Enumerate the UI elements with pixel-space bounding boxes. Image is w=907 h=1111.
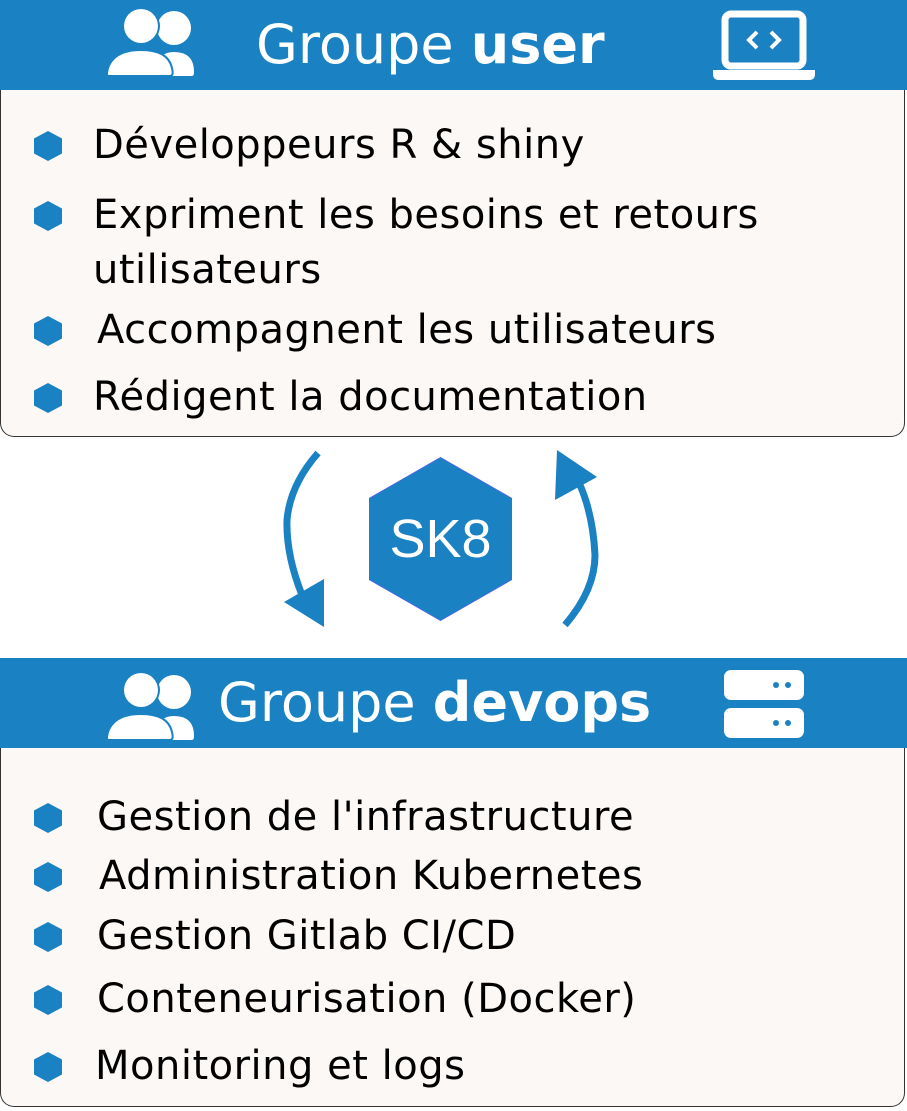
item-text: Gestion de l'infrastructure [97, 794, 635, 840]
hexagon-bullet-icon [34, 1052, 62, 1082]
item-text: Monitoring et logs [95, 1043, 466, 1089]
item-text: utilisateurs [93, 247, 322, 293]
title-prefix: Groupe [256, 13, 454, 76]
sk8-logo-text: SK8 [389, 509, 492, 569]
hexagon-bullet-icon [34, 922, 62, 952]
arrow-down-icon [283, 450, 324, 627]
hexagon-bullet-icon [34, 201, 62, 231]
user-group-header: Groupe user [0, 0, 907, 90]
title-bold: devops [432, 671, 652, 734]
devops-group-header: Groupe devops [0, 658, 907, 748]
user-group-body: Développeurs R & shiny Expriment les bes… [0, 90, 905, 437]
server-icon [724, 670, 804, 738]
item-text: Conteneurisation (Docker) [97, 976, 637, 1022]
laptop-code-icon [713, 10, 815, 80]
item-text: Gestion Gitlab CI/CD [97, 913, 517, 959]
users-icon [106, 7, 194, 76]
item-text: Rédigent la documentation [93, 374, 648, 420]
item-text: Accompagnent les utilisateurs [97, 307, 717, 353]
hexagon-bullet-icon [34, 862, 62, 892]
item-text: Développeurs R & shiny [93, 122, 585, 168]
hexagon-bullet-icon [34, 131, 62, 161]
user-group-title: Groupe user [256, 0, 605, 90]
sk8-logo: SK8 [369, 457, 512, 621]
devops-group-body: Gestion de l'infrastructure Administrati… [0, 748, 905, 1107]
title-prefix: Groupe [218, 671, 416, 734]
item-text: Administration Kubernetes [99, 853, 644, 899]
hexagon-bullet-icon [34, 316, 62, 346]
item-text: Expriment les besoins et retours [93, 192, 759, 238]
hexagon-bullet-icon [34, 383, 62, 413]
hexagon-bullet-icon [34, 985, 62, 1015]
devops-group-title: Groupe devops [218, 658, 651, 748]
hexagon-bullet-icon [34, 803, 62, 833]
title-bold: user [470, 13, 605, 76]
users-icon [106, 671, 194, 740]
arrow-up-icon [555, 450, 599, 628]
